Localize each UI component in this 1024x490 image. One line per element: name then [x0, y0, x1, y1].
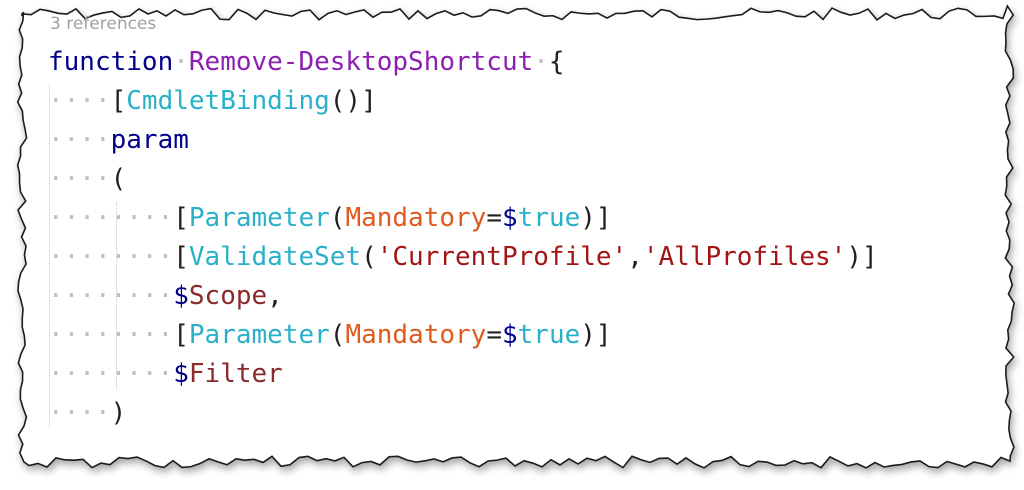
code-token: = [486, 320, 502, 350]
code-line[interactable]: function·Remove-DesktopShortcut·{ [48, 42, 565, 82]
code-line[interactable]: ········$Filter [48, 354, 283, 394]
code-token: 'AllProfiles' [642, 242, 847, 272]
code-token: true [517, 320, 581, 350]
code-line[interactable]: ····) [48, 393, 126, 433]
code-line[interactable]: ····( [48, 159, 126, 199]
code-token: ( [110, 164, 127, 194]
whitespace-marker: ···· [48, 164, 111, 194]
code-token: Mandatory [345, 320, 487, 350]
code-token: Parameter [188, 320, 330, 350]
code-token: , [267, 281, 283, 311]
code-token: () [329, 86, 362, 116]
code-token: Scope [188, 281, 268, 311]
whitespace-marker: ········ [48, 242, 174, 272]
code-line[interactable]: ········[ValidateSet('CurrentProfile','A… [48, 237, 878, 277]
code-token: true [517, 203, 581, 233]
code-token: $ [501, 320, 518, 350]
code-token: )] [580, 203, 612, 233]
code-token: { [548, 47, 565, 77]
code-token: ( [329, 320, 346, 350]
code-line[interactable]: ····[CmdletBinding()] [48, 81, 377, 121]
code-token: ( [361, 242, 377, 272]
code-token: [ [173, 320, 189, 350]
whitespace-marker: ········ [48, 281, 174, 311]
code-token: Mandatory [345, 203, 487, 233]
code-line[interactable]: ····param [48, 120, 189, 160]
code-token: $ [501, 203, 518, 233]
code-token: ValidateSet [188, 242, 362, 272]
code-line[interactable]: ········[Parameter(Mandatory=$true)] [48, 198, 612, 238]
whitespace-marker: ···· [48, 398, 111, 428]
code-line[interactable]: ········[Parameter(Mandatory=$true)] [48, 315, 612, 355]
indent-guide-level-2 [116, 202, 118, 389]
code-token: Filter [188, 359, 283, 389]
whitespace-marker: ···· [48, 125, 111, 155]
code-token: ( [329, 203, 346, 233]
code-token: [ [173, 242, 189, 272]
code-token: function [48, 47, 174, 77]
code-token: Remove-DesktopShortcut [188, 47, 534, 77]
code-line[interactable]: ········$Scope, [48, 276, 283, 316]
whitespace-marker: ···· [48, 86, 111, 116]
whitespace-marker: ········ [48, 203, 174, 233]
code-token: [ [173, 203, 189, 233]
code-token: · [533, 47, 549, 77]
code-token: CmdletBinding [126, 86, 330, 116]
code-token: · [173, 47, 189, 77]
code-token: Parameter [188, 203, 330, 233]
code-token: 'CurrentProfile' [376, 242, 628, 272]
code-token: = [486, 203, 502, 233]
code-token: $ [173, 359, 189, 389]
code-token: )] [846, 242, 878, 272]
code-token: $ [173, 281, 189, 311]
code-token: ] [361, 86, 377, 116]
code-token: param [110, 125, 189, 155]
codelens-references[interactable]: 3 references [50, 14, 157, 34]
indent-guide-level-1 [49, 85, 50, 428]
code-token: [ [110, 86, 127, 116]
code-token: ) [110, 398, 127, 428]
code-token: )] [580, 320, 612, 350]
whitespace-marker: ········ [48, 320, 174, 350]
whitespace-marker: ········ [48, 359, 174, 389]
code-token: , [627, 242, 643, 272]
